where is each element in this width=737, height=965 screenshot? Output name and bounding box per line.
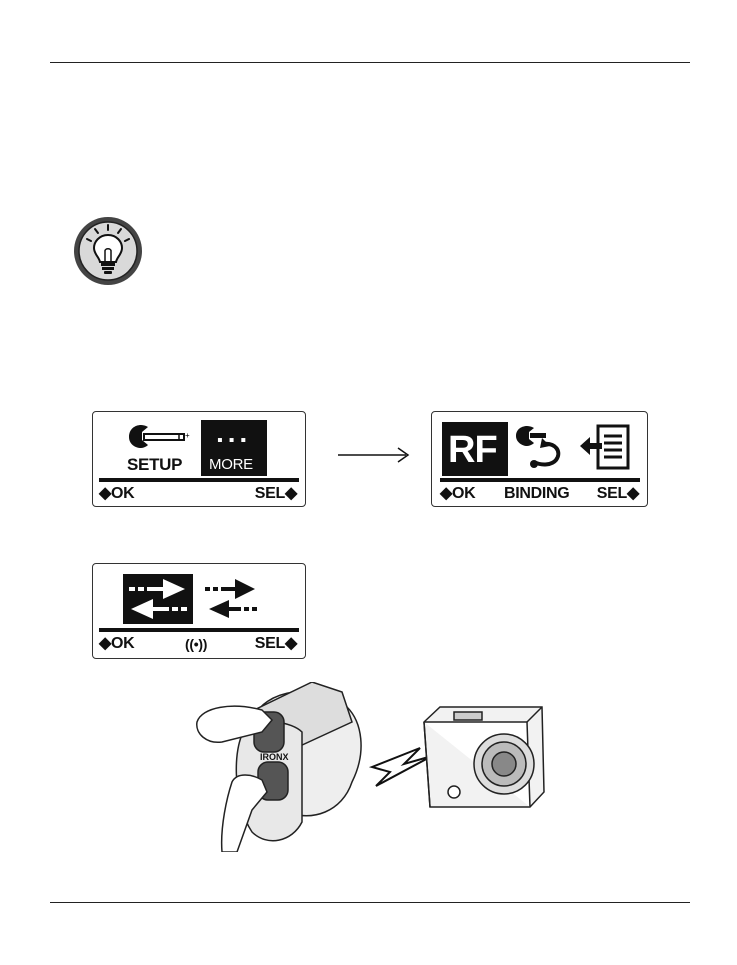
more-label: MORE bbox=[209, 457, 253, 473]
progress-bar bbox=[99, 478, 299, 482]
binding-label: BINDING bbox=[504, 486, 569, 502]
ok-label: ◆OK bbox=[99, 636, 134, 652]
camera-screen-pairing: ◆OK ((•)) SEL◆ bbox=[92, 563, 306, 659]
camera-screen-rf-binding: RF ◆OK BINDING SEL◆ bbox=[431, 411, 648, 507]
progress-bar bbox=[99, 628, 299, 632]
svg-text:+: + bbox=[185, 431, 190, 440]
rf-highlight: RF bbox=[442, 422, 508, 476]
exit-icon bbox=[578, 424, 634, 472]
right-arrow-icon bbox=[338, 446, 410, 464]
transfer-arrows-icon bbox=[201, 574, 263, 624]
dots-icon: ▪▪▪ bbox=[217, 432, 252, 450]
wrench-icon: + bbox=[127, 424, 195, 450]
rf-label: RF bbox=[448, 431, 497, 469]
sel-label: SEL◆ bbox=[597, 486, 639, 502]
header-rule bbox=[50, 62, 690, 63]
setup-label: SETUP bbox=[127, 457, 182, 473]
binding-icon bbox=[512, 424, 570, 474]
sel-label: SEL◆ bbox=[255, 636, 297, 652]
transfer-arrows-icon bbox=[123, 574, 193, 624]
ok-label: ◆OK bbox=[440, 486, 475, 502]
remote-camera-illustration: IRONX bbox=[192, 682, 552, 852]
pairing-highlight bbox=[123, 574, 193, 624]
footer-rule bbox=[50, 902, 690, 903]
brand-text: IRONX bbox=[260, 752, 289, 762]
camera-screen-setup-more: + SETUP ▪▪▪ MORE ◆OK SEL◆ bbox=[92, 411, 306, 507]
progress-bar bbox=[440, 478, 640, 482]
sel-label: SEL◆ bbox=[255, 486, 297, 502]
more-highlight: ▪▪▪ MORE bbox=[201, 420, 267, 476]
ok-label: ◆OK bbox=[99, 486, 134, 502]
signal-icon: ((•)) bbox=[185, 636, 207, 652]
lightbulb-icon bbox=[72, 215, 144, 287]
